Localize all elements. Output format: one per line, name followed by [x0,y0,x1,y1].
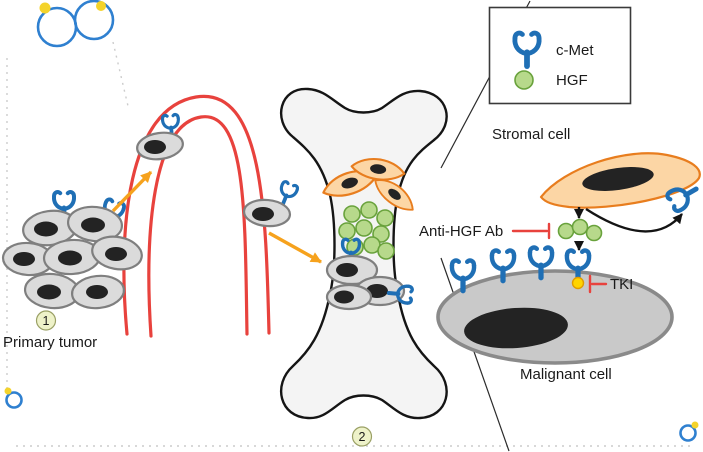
hgf-molecule [557,222,575,240]
tumor-cell-nucleus [105,247,127,261]
legend-hgf-label: HGF [556,72,588,89]
step-1-badge: 1 [35,310,57,331]
paracrine-loop-arrow [585,207,683,233]
step-2-badge: 2 [351,426,373,447]
step-1-number: 1 [43,314,50,328]
step-badge-circle [351,426,373,447]
anti-hgf-ab-label: Anti-HGF Ab [419,223,503,240]
decoration-dot-icon [4,387,12,395]
stromal-cell-label: Stromal cell [492,126,570,143]
circulating-tumor-cell-2 [242,178,301,228]
legend: c-Met HGF [488,6,632,105]
decoration-circle-icon [73,0,115,41]
decoration-dot-icon [39,2,51,14]
decoration-circle-icon [5,391,23,409]
hgf-molecule [585,224,603,242]
legend-box [488,6,632,105]
decoration-circle-icon [679,424,697,442]
zoom-line-lower [440,257,510,452]
tumor-cell-nucleus [81,217,105,233]
hgf-molecule [571,218,589,236]
hgf-trio [557,218,603,242]
decoration-dotted-diagonal [112,41,129,107]
hgf-molecule [355,219,373,237]
bone-metastatic-cells [325,239,412,311]
step-2-number: 2 [359,430,366,444]
stromal-cell-nucleus [582,167,654,191]
tumor-cell-nucleus [86,285,108,299]
anti-hgf-inhibition [511,222,551,240]
hgf-molecule [338,222,356,240]
stromal-cell-detail [539,152,701,209]
intravasation-arrow [111,170,153,213]
circulating-tumor-cell-1 [136,112,184,161]
decoration-topleft-circles [36,0,115,48]
tumor-cell-nucleus [34,221,58,237]
tumor-cell-nucleus [37,284,61,300]
decoration-bottomright-circle [679,421,699,442]
hgf-molecule [360,201,378,219]
blood-vessel-wall-inner [147,115,249,338]
decoration-bottomleft-circle [4,387,23,409]
tumor-cell-nucleus [252,207,274,221]
phospho-site-dot [571,276,585,290]
malignant-cell-group [436,248,674,365]
tki-inhibition [588,274,608,294]
tumor-cell-nucleus [58,250,82,266]
hgf-molecule [343,205,361,223]
tki-label: TKI [610,276,633,293]
tumor-cell-nucleus [144,140,166,154]
hgf-molecule [376,209,394,227]
primary-tumor-cluster [1,192,143,310]
tumor-cell-nucleus [336,263,358,277]
bone-hgf-cluster [338,201,395,260]
hgf-molecule [377,242,395,260]
decoration-dot-icon [96,1,106,11]
decoration-dot-icon [691,421,699,429]
tumor-cell-nucleus [334,290,354,304]
hgf-molecule-icon [514,70,534,90]
step-badge-circle [35,310,57,331]
extravasation-arrow [268,231,322,264]
malignant-cell-label: Malignant cell [520,366,612,383]
malignant-cell-nucleus [464,307,568,349]
legend-cmet-label: c-Met [556,42,594,59]
tumor-cell-nucleus [13,252,35,266]
primary-tumor-label: Primary tumor [3,334,97,351]
decoration-circle-icon [36,6,78,48]
